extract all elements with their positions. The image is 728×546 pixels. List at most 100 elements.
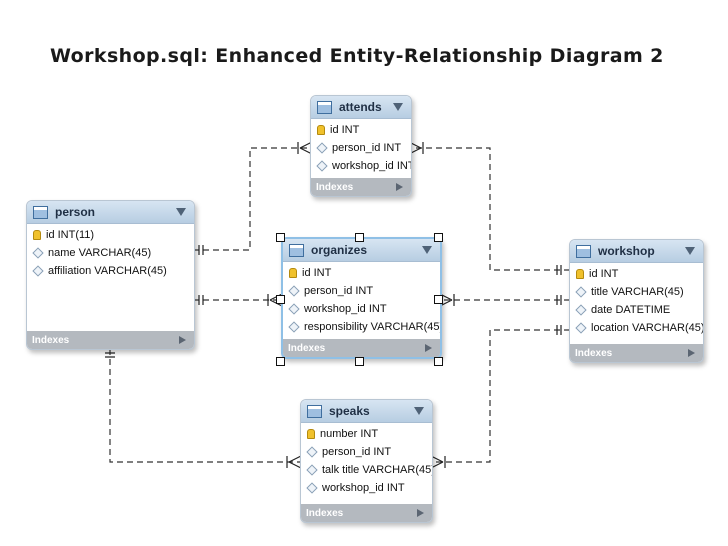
column-icon — [306, 482, 318, 494]
collapse-icon[interactable] — [176, 208, 186, 216]
resize-handle-right[interactable] — [434, 295, 443, 304]
collapse-icon[interactable] — [685, 247, 695, 255]
column-label: id INT — [589, 268, 619, 280]
primary-key-icon — [317, 125, 325, 135]
entity-header[interactable]: person — [27, 201, 194, 224]
expand-icon[interactable] — [417, 509, 424, 517]
column-row[interactable]: id INT(11) — [27, 226, 194, 244]
expand-icon[interactable] — [425, 344, 432, 352]
indexes-bar[interactable]: Indexes — [570, 344, 703, 362]
link-person-speaks — [109, 349, 301, 463]
column-label: id INT(11) — [46, 229, 95, 241]
column-label: talk title VARCHAR(45) — [322, 464, 433, 476]
column-icon — [316, 142, 328, 154]
indexes-label: Indexes — [316, 181, 354, 193]
column-label: workshop_id INT — [322, 482, 405, 494]
entity-header[interactable]: attends — [311, 96, 411, 119]
column-row[interactable]: id INT — [311, 121, 411, 139]
resize-handle-top[interactable] — [355, 233, 364, 242]
resize-handle-top-left[interactable] — [276, 233, 285, 242]
collapse-icon[interactable] — [422, 246, 432, 254]
indexes-bar[interactable]: Indexes — [27, 331, 194, 349]
resize-handle-bottom-left[interactable] — [276, 357, 285, 366]
primary-key-icon — [33, 230, 41, 240]
column-icon — [306, 446, 318, 458]
cardinality-one-marker — [556, 325, 562, 335]
entity-name: speaks — [329, 404, 370, 418]
resize-handle-left[interactable] — [276, 295, 285, 304]
column-label: workshop_id INT — [304, 303, 387, 315]
column-row[interactable]: name VARCHAR(45) — [27, 244, 194, 262]
table-icon — [33, 205, 48, 219]
entity-speaks[interactable]: speaks number INT person_id INT talk tit… — [300, 399, 433, 523]
column-label: number INT — [320, 428, 379, 440]
column-label: id INT — [330, 124, 360, 136]
column-icon — [575, 304, 587, 316]
expand-icon[interactable] — [396, 183, 403, 191]
entity-header[interactable]: workshop — [570, 240, 703, 263]
resize-handle-top-right[interactable] — [434, 233, 443, 242]
entity-organizes[interactable]: organizes id INT person_id INT workshop_… — [281, 237, 442, 359]
column-row[interactable]: responsibility VARCHAR(45) — [283, 318, 440, 336]
cardinality-one-marker — [198, 295, 204, 305]
collapse-icon[interactable] — [393, 103, 403, 111]
column-row[interactable]: id INT — [570, 265, 703, 283]
column-row[interactable]: id INT — [283, 264, 440, 282]
table-icon — [289, 243, 304, 257]
column-icon — [32, 265, 44, 277]
collapse-icon[interactable] — [414, 407, 424, 415]
resize-handle-bottom-right[interactable] — [434, 357, 443, 366]
column-label: person_id INT — [322, 446, 392, 458]
link-workshop-attends — [409, 147, 570, 271]
column-label: workshop_id INT — [332, 160, 412, 172]
expand-icon[interactable] — [688, 349, 695, 357]
column-row[interactable]: person_id INT — [311, 139, 411, 157]
indexes-label: Indexes — [306, 507, 344, 519]
primary-key-icon — [289, 268, 297, 278]
column-label: name VARCHAR(45) — [48, 247, 152, 259]
column-row[interactable]: date DATETIME — [570, 301, 703, 319]
table-icon — [576, 244, 591, 258]
column-row[interactable]: workshop_id INT — [301, 479, 432, 497]
column-row[interactable]: title VARCHAR(45) — [570, 283, 703, 301]
entity-header[interactable]: organizes — [283, 239, 440, 262]
column-label: id INT — [302, 267, 332, 279]
indexes-label: Indexes — [288, 342, 326, 354]
diagram-title: Workshop.sql: Enhanced Entity-Relationsh… — [50, 45, 664, 67]
column-row[interactable]: number INT — [301, 425, 432, 443]
column-row[interactable]: workshop_id INT — [311, 157, 411, 175]
column-row[interactable]: person_id INT — [301, 443, 432, 461]
cardinality-many-marker — [286, 455, 302, 469]
indexes-bar[interactable]: Indexes — [301, 504, 432, 522]
indexes-bar[interactable]: Indexes — [311, 178, 411, 196]
indexes-label: Indexes — [575, 347, 613, 359]
cardinality-one-marker — [198, 245, 204, 255]
entity-name: workshop — [598, 244, 655, 258]
entity-person[interactable]: person id INT(11) name VARCHAR(45) affil… — [26, 200, 195, 350]
column-row[interactable]: talk title VARCHAR(45) — [301, 461, 432, 479]
entity-attends[interactable]: attends id INT person_id INT workshop_id… — [310, 95, 412, 197]
column-label: location VARCHAR(45) — [591, 322, 704, 334]
column-row[interactable]: person_id INT — [283, 282, 440, 300]
expand-icon[interactable] — [179, 336, 186, 344]
cardinality-one-marker — [556, 265, 562, 275]
column-row[interactable]: workshop_id INT — [283, 300, 440, 318]
column-label: affiliation VARCHAR(45) — [48, 265, 167, 277]
resize-handle-bottom[interactable] — [355, 357, 364, 366]
entity-name: attends — [339, 100, 382, 114]
table-icon — [317, 100, 332, 114]
table-icon — [307, 404, 322, 418]
indexes-bar[interactable]: Indexes — [283, 339, 440, 357]
entity-header[interactable]: speaks — [301, 400, 432, 423]
column-icon — [288, 321, 300, 333]
column-label: responsibility VARCHAR(45) — [304, 321, 442, 333]
link-person-attends — [193, 147, 312, 251]
column-label: person_id INT — [332, 142, 402, 154]
column-row[interactable]: affiliation VARCHAR(45) — [27, 262, 194, 280]
column-label: person_id INT — [304, 285, 374, 297]
column-icon — [575, 322, 587, 334]
entity-workshop[interactable]: workshop id INT title VARCHAR(45) date D… — [569, 239, 704, 363]
column-row[interactable]: location VARCHAR(45) — [570, 319, 703, 337]
primary-key-icon — [576, 269, 584, 279]
